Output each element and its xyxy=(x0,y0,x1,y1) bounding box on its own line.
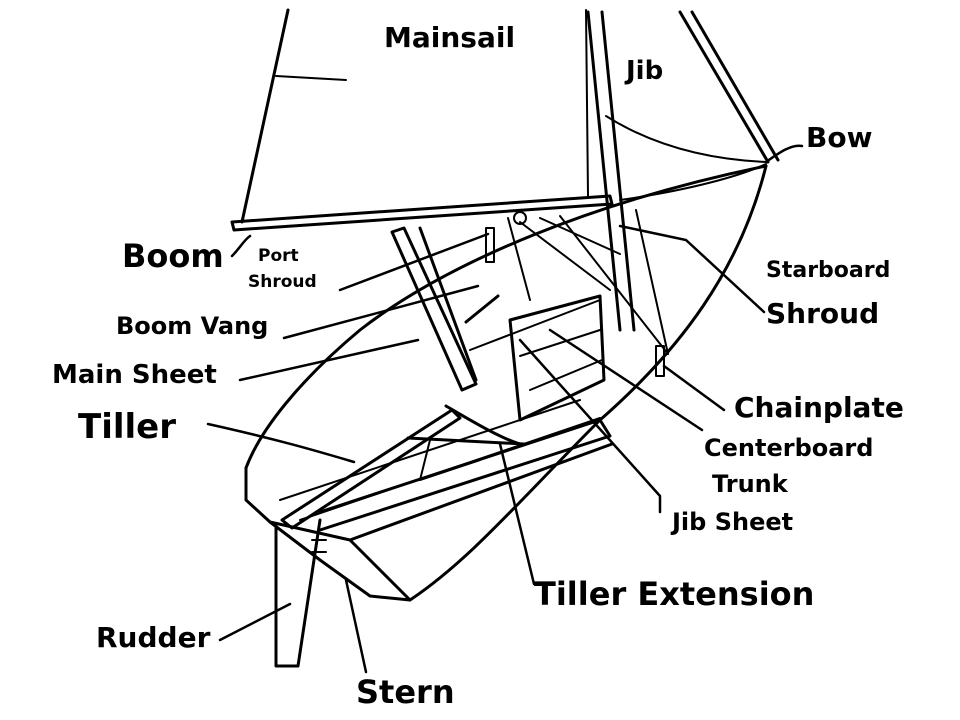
mainsail-shape xyxy=(230,8,614,232)
starboard-shroud-label-line1: Starboard xyxy=(766,258,891,283)
jib-sheet-label: Jib Sheet xyxy=(672,508,794,536)
centerboard-trunk-label-line1: Centerboard xyxy=(704,434,874,462)
centerboard-trunk-shape xyxy=(469,294,606,422)
main-sheet-label: Main Sheet xyxy=(52,360,217,390)
mast-shape xyxy=(586,10,636,332)
tiller-extension-label: Tiller Extension xyxy=(534,575,815,613)
port-shroud-label-line2: Shroud xyxy=(248,272,317,292)
boom-vang-label: Boom Vang xyxy=(116,312,269,340)
mainsail-label: Mainsail xyxy=(384,21,516,54)
starboard-shroud-label-line2: Shroud xyxy=(766,297,880,330)
tiller-label: Tiller xyxy=(78,407,176,447)
leader-lines xyxy=(206,144,804,674)
chainplate-label: Chainplate xyxy=(734,391,904,424)
boom-label: Boom xyxy=(122,237,224,275)
centerboard-trunk-label-line2: Trunk xyxy=(712,470,788,498)
stern-label: Stern xyxy=(356,673,455,711)
rudder-label: Rudder xyxy=(96,621,211,654)
rudder-shape xyxy=(274,518,327,668)
jib-shape xyxy=(605,10,780,201)
jib-label: Jib xyxy=(626,56,664,86)
tiller-shape xyxy=(280,408,526,530)
bow-label: Bow xyxy=(806,121,873,154)
port-shroud-label-line1: Port xyxy=(258,246,299,266)
rigging-shape xyxy=(390,209,669,446)
